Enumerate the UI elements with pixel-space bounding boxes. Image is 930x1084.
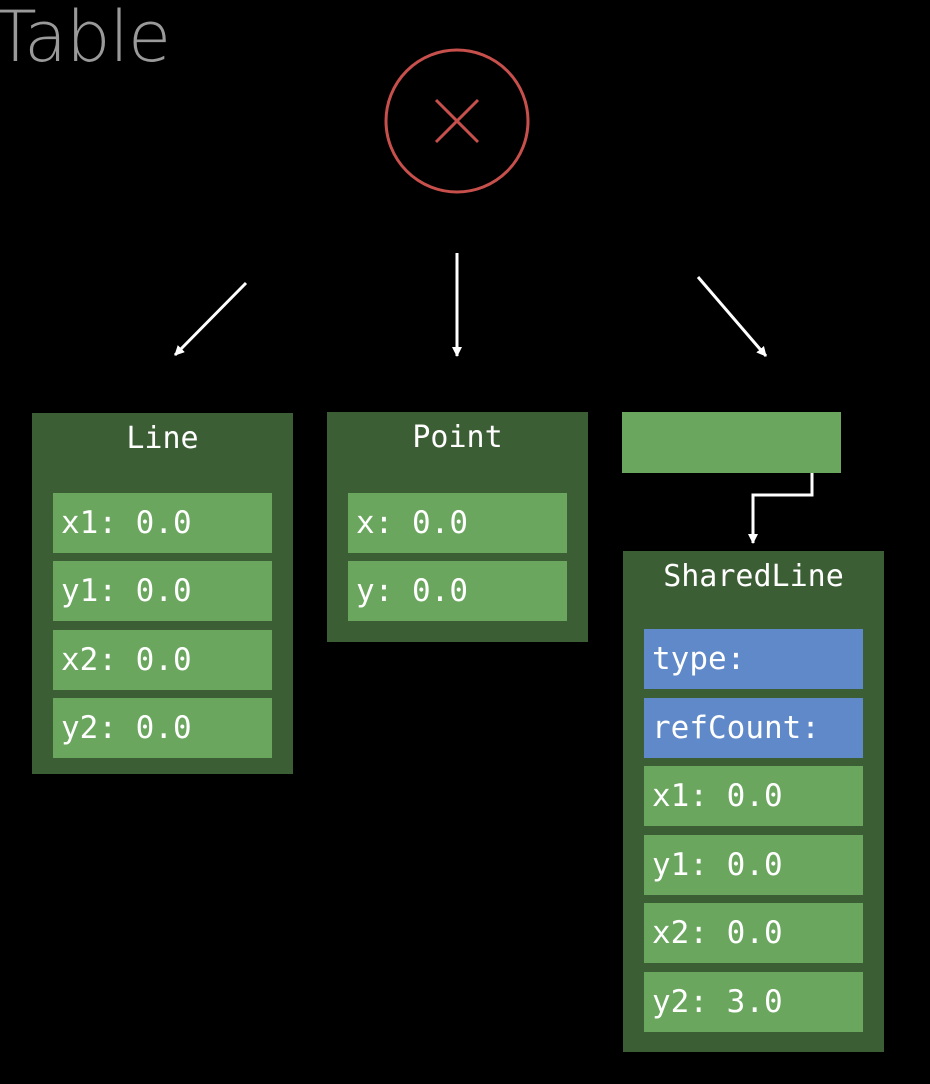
point-box-title: Point <box>412 420 503 455</box>
sharedline-field-refcount: refCount: <box>644 698 863 758</box>
arrow-to-reference <box>696 276 768 357</box>
sharedline-field-y1: y1: 0.0 <box>644 835 863 895</box>
sharedline-box-title: SharedLine <box>663 559 844 594</box>
line-field-x2: x2: 0.0 <box>53 630 272 690</box>
reference-field <box>622 412 841 473</box>
sharedline-class-box: SharedLine type: refCount: x1: 0.0 y1: 0… <box>623 551 884 1052</box>
sharedline-field-x2: x2: 0.0 <box>644 903 863 963</box>
line-field-y1: y1: 0.0 <box>53 561 272 621</box>
line-box-title: Line <box>126 421 199 456</box>
point-struct-box: Point x: 0.0 y: 0.0 <box>327 412 588 642</box>
point-field-x: x: 0.0 <box>348 493 567 553</box>
line-field-x1: x1: 0.0 <box>53 493 272 553</box>
sharedline-field-y2: y2: 3.0 <box>644 972 863 1032</box>
slide-title: Table <box>0 0 171 78</box>
line-struct-box: Line x1: 0.0 y1: 0.0 x2: 0.0 y2: 0.0 <box>32 413 293 774</box>
sharedline-field-type: type: <box>644 629 863 689</box>
point-field-y: y: 0.0 <box>348 561 567 621</box>
x-circle-icon <box>384 48 530 194</box>
arrow-to-line <box>173 281 248 357</box>
sharedline-field-x1: x1: 0.0 <box>644 766 863 826</box>
line-field-y2: y2: 0.0 <box>53 698 272 758</box>
